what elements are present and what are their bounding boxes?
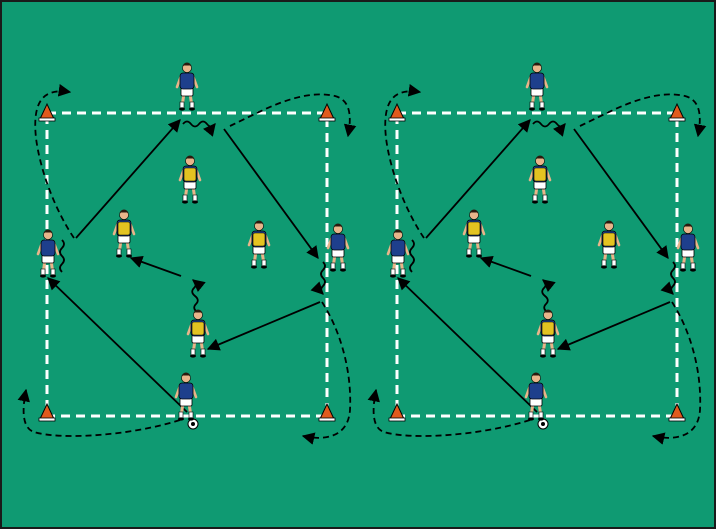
pass-arrow <box>223 128 319 260</box>
player-yellow-bib <box>112 209 136 258</box>
dribble-path <box>182 120 216 137</box>
dribble-path <box>59 239 65 273</box>
player-run <box>17 388 181 437</box>
pass-arrow <box>573 128 669 260</box>
pass-arrow <box>425 119 531 239</box>
player-blue-team <box>174 372 198 421</box>
player-run <box>34 84 75 239</box>
player-blue-team <box>524 372 548 421</box>
player-run <box>384 84 425 239</box>
left-drill-grid <box>17 84 357 445</box>
pass-arrow <box>75 119 181 239</box>
player-yellow-bib <box>462 209 486 258</box>
ball <box>187 418 199 430</box>
player-run <box>367 388 531 437</box>
dribble-path <box>541 279 556 313</box>
pass-arrow <box>397 277 538 413</box>
ball <box>537 418 549 430</box>
pass-arrow <box>47 277 188 413</box>
player-run <box>651 301 702 445</box>
pass-arrow <box>479 255 532 277</box>
cone <box>668 102 686 122</box>
dribble-path <box>660 261 676 295</box>
pass-arrow <box>556 301 671 351</box>
player-blue-team <box>676 223 700 272</box>
player-yellow-bib <box>536 309 560 358</box>
dribble-path <box>532 120 566 137</box>
grid-boundary <box>45 111 329 418</box>
pass-arrow <box>206 301 321 351</box>
grid-boundary <box>395 111 679 418</box>
player-blue-team <box>36 229 60 278</box>
players-layer <box>36 62 700 421</box>
player-yellow-bib <box>597 220 621 269</box>
cone <box>668 402 686 422</box>
player-blue-team <box>525 62 549 111</box>
dribble-path <box>310 261 326 295</box>
pass-arrow <box>129 255 182 277</box>
cone <box>388 402 406 422</box>
player-run <box>301 301 352 445</box>
cone <box>38 102 56 122</box>
player-yellow-bib <box>178 155 202 204</box>
cone <box>318 402 336 422</box>
cone <box>38 402 56 422</box>
dribble-path <box>409 239 415 273</box>
player-blue-team <box>175 62 199 111</box>
cone <box>388 102 406 122</box>
player-yellow-bib <box>186 309 210 358</box>
right-drill-grid <box>367 84 707 445</box>
player-yellow-bib <box>528 155 552 204</box>
cone <box>318 102 336 122</box>
player-blue-team <box>386 229 410 278</box>
dribble-path <box>191 279 206 313</box>
player-blue-team <box>326 223 350 272</box>
player-yellow-bib <box>247 220 271 269</box>
